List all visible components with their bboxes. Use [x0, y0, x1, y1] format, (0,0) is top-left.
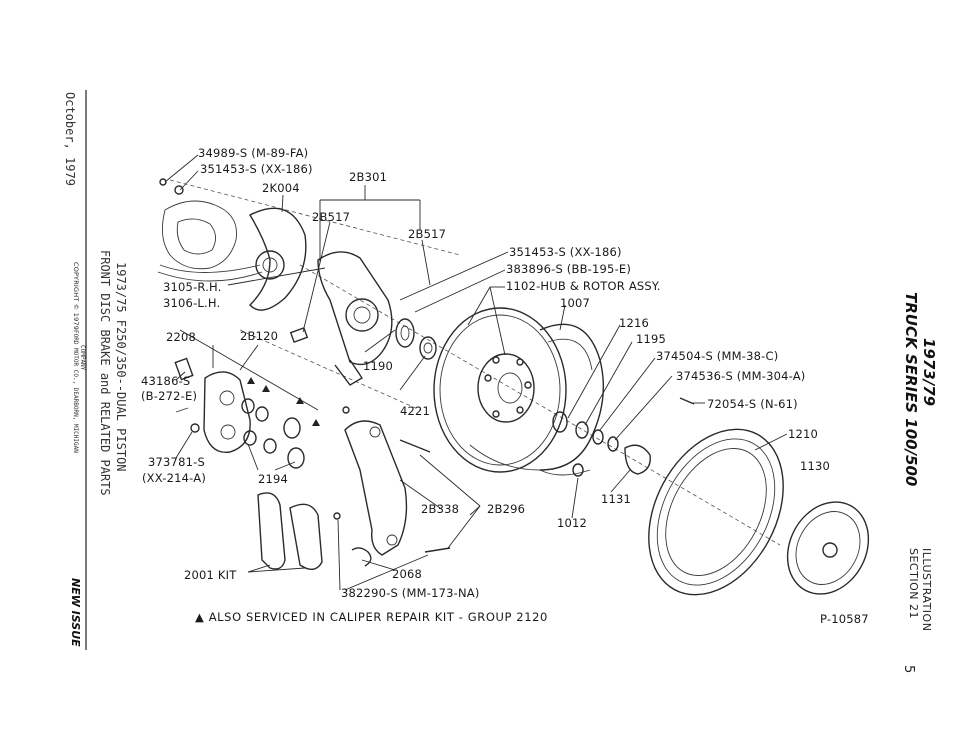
kit-triangle-marker [296, 397, 304, 404]
bolt-head [333, 512, 341, 520]
side-issue: NEW ISSUE [69, 578, 82, 647]
section-label: SECTION 21 [907, 548, 920, 619]
label-2b296: 2B296 [487, 502, 525, 516]
outer-bearing [552, 411, 568, 433]
leader-lines [164, 154, 788, 591]
label-34989: 34989-S (M-89-FA) [198, 146, 308, 160]
label-382290: 382290-S (MM-173-NA) [341, 586, 480, 600]
inner-bearing [419, 336, 437, 360]
kit-triangle-marker [262, 385, 270, 392]
side-copyright: COPYRIGHT © 1979 [72, 262, 80, 330]
axis-line [299, 264, 781, 546]
hub-rotor-assembly [433, 307, 604, 476]
side-title-line2: 1973/75 F250/350--DUAL PISTON [114, 262, 128, 472]
lug-nut [572, 463, 584, 477]
label-43186: 43186-S [141, 374, 190, 388]
kit-triangle-marker [312, 419, 320, 426]
series-year: 1973/79 [920, 338, 938, 406]
page-number: 5 [901, 665, 916, 674]
label-1210: 1210 [788, 427, 818, 441]
anchor-plate [344, 420, 408, 556]
kit-triangle-marker [247, 377, 255, 384]
label-1130: 1130 [800, 459, 830, 473]
grease-cap [624, 444, 651, 475]
label-2001-kit: 2001 KIT [184, 568, 237, 582]
label-373781-b: (XX-214-A) [142, 471, 206, 485]
label-1190: 1190 [363, 359, 393, 373]
side-title-line1: FRONT DISC BRAKE and RELATED PARTS [98, 250, 112, 496]
side-copyright-small2: COMPANY [79, 345, 86, 371]
side-date: October, 1979 [63, 92, 77, 186]
label-2k004: 2K004 [262, 181, 300, 195]
label-1131: 1131 [601, 492, 631, 506]
label-383896: 383896-S (BB-195-E) [506, 262, 631, 276]
label-1195: 1195 [636, 332, 666, 346]
spring-clip [351, 547, 372, 567]
pistons-seals [241, 377, 320, 469]
caliper-housing [174, 357, 251, 454]
label-1012: 1012 [557, 516, 587, 530]
side-copyright-small1: FORD MOTOR CO., DEARBORN, MICHIGAN [72, 330, 79, 453]
label-3106: 3106-L.H. [163, 296, 220, 310]
label-43186-b: (B-272-E) [141, 389, 197, 403]
grease-seal [395, 318, 415, 348]
washer [575, 421, 589, 439]
anchor-bolt [424, 547, 451, 553]
label-351453-b: 351453-S (XX-186) [509, 245, 622, 259]
label-2b517-a: 2B517 [312, 210, 350, 224]
label-1216: 1216 [619, 316, 649, 330]
caliper-bolt [399, 439, 431, 453]
spindle-arm-drawing [157, 178, 263, 282]
illustration-label: ILLUSTRATION [920, 548, 933, 631]
figure-reference: P-10587 [820, 612, 869, 626]
hub-cap [786, 501, 870, 595]
label-2b517-b: 2B517 [408, 227, 446, 241]
brake-pads [257, 492, 323, 570]
label-374504: 374504-S (MM-38-C) [656, 349, 778, 363]
axis-line-caliper [239, 329, 421, 411]
label-2068: 2068 [392, 567, 422, 581]
steering-knuckle [289, 251, 393, 386]
label-374536: 374536-S (MM-304-A) [676, 369, 806, 383]
label-1007: 1007 [560, 296, 590, 310]
label-2208: 2208 [166, 330, 196, 344]
label-2b338: 2B338 [421, 502, 459, 516]
label-3105: 3105-R.H. [163, 280, 222, 294]
nut-lock [607, 436, 619, 452]
label-2194: 2194 [258, 472, 288, 486]
footnote-caliper-kit: ▲ ALSO SERVICED IN CALIPER REPAIR KIT - … [195, 610, 548, 624]
cotter-pin [679, 397, 695, 405]
part-labels: 34989-S (M-89-FA) 351453-S (XX-186) 2K00… [141, 146, 830, 600]
label-72054: 72054-S (N-61) [707, 397, 798, 411]
label-4221: 4221 [400, 404, 430, 418]
axis-line-top [169, 179, 461, 256]
wheel-rim [648, 428, 784, 596]
bolt-head [342, 406, 350, 414]
splash-shield [249, 207, 307, 311]
adjusting-nut [592, 429, 604, 445]
label-351453-a: 351453-S (XX-186) [200, 162, 313, 176]
label-2b120: 2B120 [240, 329, 278, 343]
series-name: TRUCK SERIES 100/500 [902, 292, 920, 486]
label-1102: 1102-HUB & ROTOR ASSY. [506, 279, 661, 293]
label-373781: 373781-S [148, 455, 205, 469]
label-2b301: 2B301 [349, 170, 387, 184]
